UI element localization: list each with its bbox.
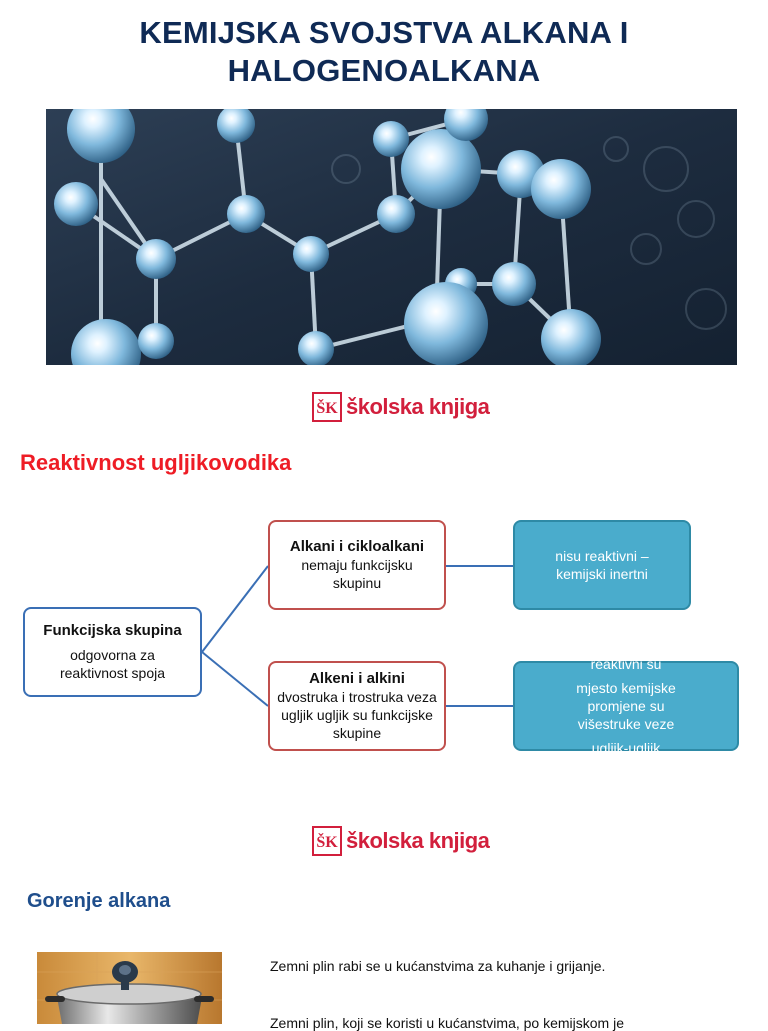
logo-text-2: školska knjiga bbox=[346, 828, 490, 853]
sk-logo-icon: ŠK bbox=[312, 392, 342, 422]
svg-text:ŠK: ŠK bbox=[316, 398, 338, 417]
branch-box-alkenes: Alkeni i alkini dvostruka i trostruka ve… bbox=[268, 661, 446, 751]
result-box-reactive: reaktivni su mjesto kemijske promjene su… bbox=[513, 656, 739, 756]
logo-text: školska knjiga bbox=[346, 394, 490, 419]
title-line-2: HALOGENOALKANA bbox=[227, 53, 541, 88]
molecule-image bbox=[46, 109, 737, 365]
paragraph-natural-gas-use: Zemni plin rabi se u kućanstvima za kuha… bbox=[270, 958, 606, 974]
sk-logo-icon: ŠK bbox=[312, 826, 342, 856]
branch-box-alkanes-text: nemaju funkcijsku skupinu bbox=[301, 557, 413, 591]
result-box-inert: nisu reaktivni – kemijski inertni bbox=[513, 520, 691, 610]
cooking-pot-image bbox=[37, 952, 222, 1024]
root-box-functional-group: Funkcijska skupina odgovorna za reaktivn… bbox=[23, 607, 202, 697]
svg-text:ŠK: ŠK bbox=[316, 832, 338, 851]
section-heading-combustion: Gorenje alkana bbox=[27, 890, 171, 912]
branch-box-alkenes-title: Alkeni i alkini bbox=[309, 670, 405, 687]
root-box-title: Funkcijska skupina bbox=[43, 622, 182, 639]
publisher-logo: ŠK školska knjiga bbox=[312, 392, 490, 422]
diagram-connectors bbox=[201, 565, 514, 707]
paragraph-natural-gas-composition: Zemni plin, koji se koristi u kućanstvim… bbox=[270, 1015, 625, 1031]
branch-box-alkenes-text: dvostruka i trostruka veza ugljik ugljik… bbox=[277, 689, 437, 741]
result-box-reactive-line2: mjesto kemijske promjene su višestruke v… bbox=[576, 680, 676, 732]
branch-box-alkanes: Alkani i cikloalkani nemaju funkcijsku s… bbox=[268, 520, 446, 610]
result-box-reactive-line3: ugljik-ugljik bbox=[591, 740, 661, 756]
page-title: KEMIJSKA SVOJSTVA ALKANA I HALOGENOALKAN… bbox=[0, 14, 768, 90]
root-box-text: odgovorna za reaktivnost spoja bbox=[59, 647, 166, 681]
result-box-reactive-line1: reaktivni su bbox=[590, 656, 662, 672]
result-box-inert-text: nisu reaktivni – kemijski inertni bbox=[555, 548, 649, 582]
title-line-1: KEMIJSKA SVOJSTVA ALKANA I bbox=[139, 15, 629, 50]
section-heading-reactivity: Reaktivnost ugljikovodika bbox=[20, 450, 292, 475]
molecule-illustration bbox=[46, 109, 737, 365]
publisher-logo-2: ŠK školska knjiga bbox=[312, 826, 490, 856]
cooking-pot-illustration bbox=[37, 952, 222, 1024]
branch-box-alkanes-title: Alkani i cikloalkani bbox=[289, 538, 425, 555]
